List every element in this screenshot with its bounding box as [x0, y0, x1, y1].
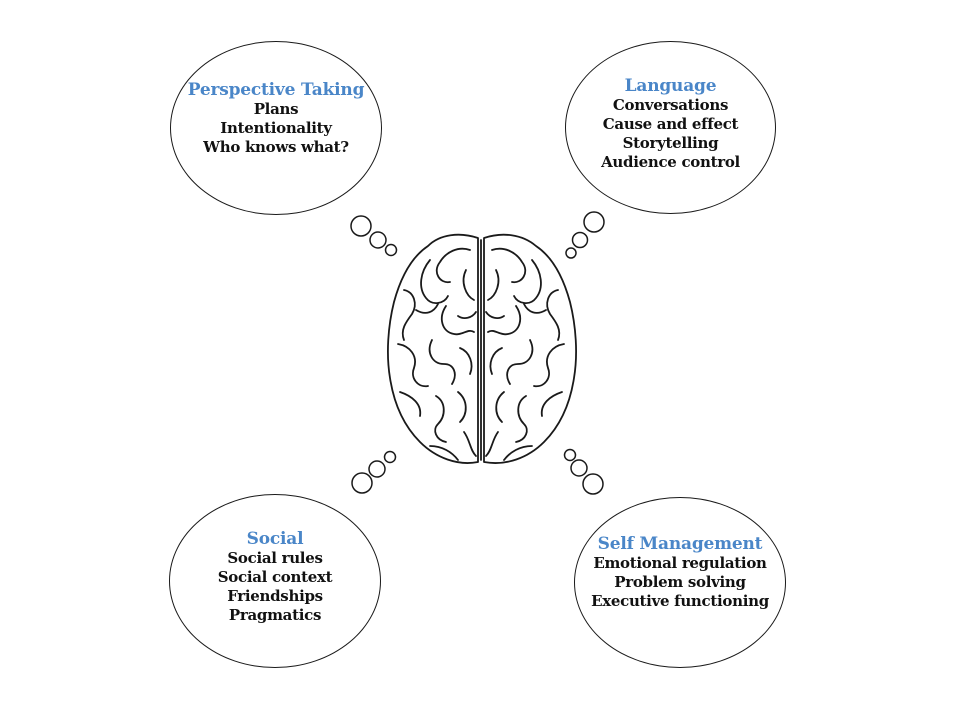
thought-dot: [384, 243, 398, 257]
brain-left-hemisphere: [387, 233, 479, 464]
social-content: Social Social rules Social context Frien…: [217, 528, 333, 625]
language-title: Language: [624, 76, 717, 96]
self-management-content: Self Management Emotional regulation Pro…: [591, 533, 769, 611]
thought-dot: [570, 459, 588, 477]
social-item: Friendships: [227, 586, 323, 605]
social-item: Social rules: [227, 548, 323, 567]
thought-dots-bottom-left: [351, 450, 397, 494]
thought-dots-top-left: [350, 215, 398, 257]
perspective-taking-bubble: Perspective Taking Plans Intentionality …: [170, 41, 382, 215]
social-bubble: Social Social rules Social context Frien…: [169, 494, 381, 668]
thought-dot: [350, 215, 372, 237]
thought-dot: [571, 231, 589, 249]
brain-icon: [387, 233, 577, 464]
thought-dot: [369, 231, 387, 249]
thought-dot: [583, 211, 605, 233]
thought-dots-top-right: [565, 211, 605, 259]
language-item: Audience control: [601, 153, 740, 171]
perspective-taking-item: Plans: [253, 100, 299, 118]
language-item: Storytelling: [622, 134, 719, 152]
social-item: Pragmatics: [228, 605, 322, 624]
self-management-bubble: Self Management Emotional regulation Pro…: [574, 497, 786, 668]
language-item: Conversations: [612, 96, 729, 114]
language-item: Cause and effect: [602, 115, 739, 133]
brain-right-hemisphere: [483, 233, 577, 464]
self-management-item: Problem solving: [614, 572, 746, 591]
perspective-taking-item: Who knows what?: [203, 138, 349, 156]
perspective-taking-title: Perspective Taking: [187, 80, 365, 100]
thought-dot: [565, 247, 577, 259]
social-title: Social: [246, 528, 304, 549]
thought-dot: [563, 448, 577, 462]
perspective-taking-content: Perspective Taking Plans Intentionality …: [188, 81, 365, 157]
thought-dot: [351, 472, 373, 494]
perspective-taking-item: Intentionality: [220, 119, 332, 137]
thought-dots-bottom-right: [563, 448, 604, 495]
language-content: Language Conversations Cause and effect …: [601, 77, 740, 172]
self-management-title: Self Management: [597, 533, 763, 554]
language-bubble: Language Conversations Cause and effect …: [565, 41, 776, 214]
thought-dot: [383, 450, 397, 464]
self-management-item: Emotional regulation: [593, 553, 767, 572]
social-item: Social context: [217, 567, 333, 586]
thought-dot: [582, 473, 604, 495]
self-management-item: Executive functioning: [591, 591, 769, 610]
thought-dot: [368, 460, 386, 478]
